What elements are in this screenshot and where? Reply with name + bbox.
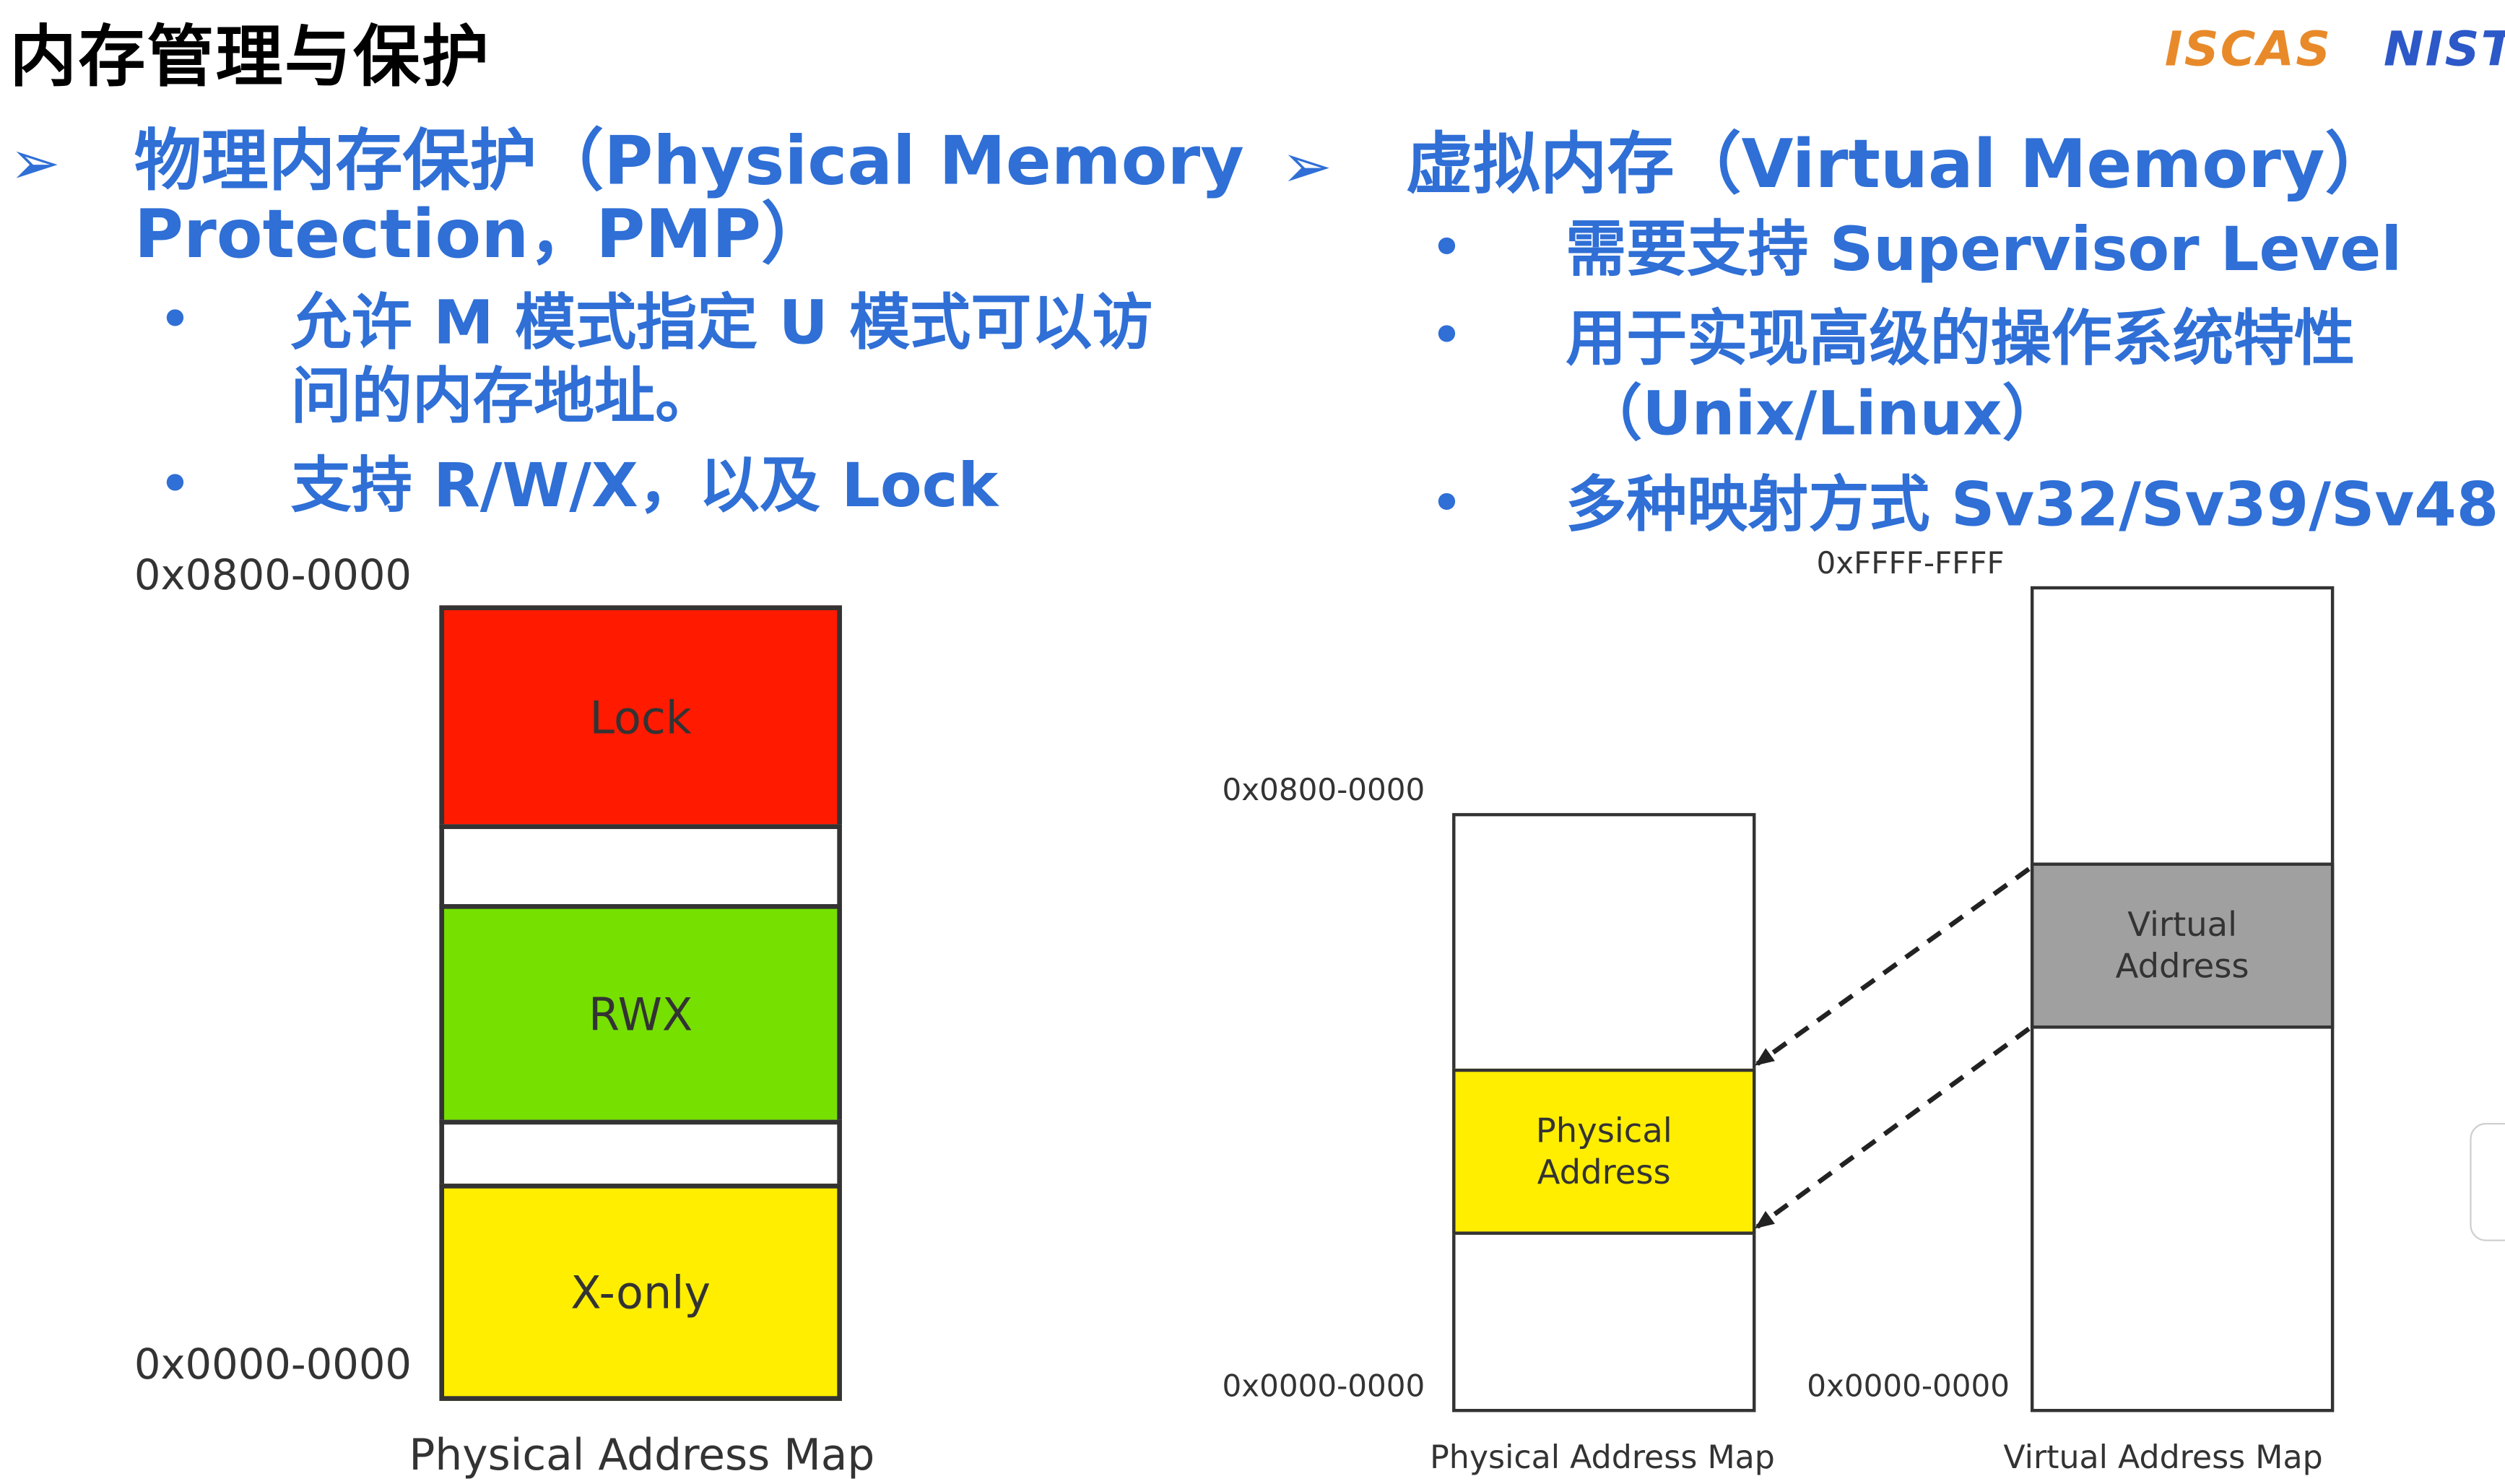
- page-title: 内存管理与保护: [9, 17, 491, 96]
- scroll-handle[interactable]: [2470, 1123, 2505, 1241]
- virtual-address-label-line1: Virtual: [2127, 906, 2238, 945]
- virtual-bottom-address: 0x0000-0000: [1807, 1368, 2010, 1405]
- x-only-region-label: X-only: [570, 1266, 711, 1319]
- pmp-heading-line1: 物理内存保护（Physical Memory: [134, 121, 1244, 200]
- vm-physical-top-address: 0x0800-0000: [1222, 773, 1425, 809]
- lock-region: Lock: [439, 605, 842, 830]
- vm-item-2-line1: 用于实现高级的操作系统特性: [1566, 303, 2356, 374]
- lock-region-label: Lock: [589, 690, 692, 744]
- virtual-address-label-line2: Address: [2115, 947, 2249, 986]
- bullet-dot-icon: •: [1431, 220, 1462, 277]
- vm-physical-caption: Physical Address Map: [1430, 1437, 1775, 1476]
- pmp-item-1-line2: 问的内存地址。: [290, 360, 716, 432]
- vm-item-3: 多种映射方式 Sv32/Sv39/Sv48: [1566, 469, 2499, 540]
- bullet-dot-icon: •: [1431, 308, 1462, 365]
- pmp-item-1-line1: 允许 M 模式指定 U 模式可以访: [290, 287, 1153, 358]
- vm-heading: 虚拟内存（Virtual Memory）: [1405, 124, 2392, 203]
- bullet-dot-icon: •: [1431, 476, 1462, 532]
- mapping-arrow-bottom: [1755, 1026, 2031, 1229]
- rwx-region-label: RWX: [589, 988, 693, 1041]
- bullet-dot-icon: •: [160, 292, 191, 349]
- rwx-region: RWX: [439, 903, 842, 1125]
- pmp-item-2: 支持 R/W/X，以及 Lock: [290, 450, 999, 521]
- virtual-address-region: Virtual Address: [2030, 862, 2335, 1029]
- physical-address-label-line2: Address: [1537, 1153, 1671, 1192]
- unmapped-region: [439, 824, 842, 909]
- right-arrow-bullet-icon: ➢: [1281, 131, 1332, 201]
- iscas-logo: ISCAS: [2164, 22, 2332, 79]
- x-only-region: X-only: [439, 1184, 842, 1401]
- pmp-map-bottom-address: 0x0000-0000: [134, 1342, 412, 1390]
- physical-address-label-line1: Physical: [1535, 1111, 1672, 1150]
- pmp-heading-line2: Protection，PMP）: [134, 194, 828, 274]
- virtual-map-caption: Virtual Address Map: [2003, 1437, 2323, 1476]
- pmp-map-caption: Physical Address Map: [409, 1431, 875, 1481]
- vm-item-1: 需要支持 Supervisor Level: [1566, 214, 2402, 285]
- virtual-top-address: 0xFFFF-FFFF: [1816, 546, 2005, 582]
- pmp-map-top-address: 0x0800-0000: [134, 552, 412, 601]
- left-arrow-bullet-icon: ➢: [9, 127, 61, 199]
- vm-item-2-line2: （Unix/Linux）: [1581, 378, 2063, 449]
- vm-physical-bottom-address: 0x0000-0000: [1222, 1368, 1425, 1405]
- physical-address-region: Physical Address: [1452, 1068, 1756, 1235]
- nist-logo: NIST: [2383, 22, 2505, 79]
- mapping-arrow-top: [1755, 867, 2031, 1066]
- bullet-dot-icon: •: [160, 456, 191, 513]
